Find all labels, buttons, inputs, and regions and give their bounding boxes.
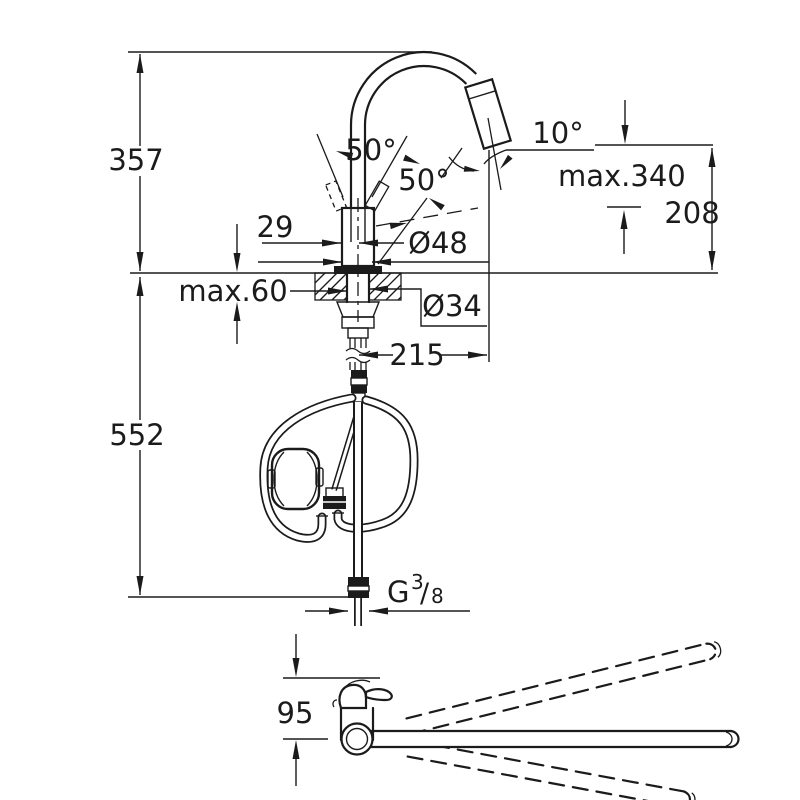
dim-plan-offset: 95 [277, 696, 314, 730]
spout-arc-inner [363, 64, 467, 127]
lever-swing-lines [316, 133, 408, 212]
spout-swivel-lower [406, 739, 696, 800]
deck-and-mounting [130, 271, 718, 403]
lever-plan-body [338, 683, 368, 710]
dim-lever-angle: 50° [345, 133, 396, 167]
hose-right [335, 397, 417, 531]
spray-axis-line [487, 117, 502, 191]
dim-outlet-height: 208 [664, 196, 719, 230]
swivel-joint-outer [340, 722, 374, 756]
spout-swivel-upper [405, 641, 722, 736]
counter-hatch-left [314, 272, 348, 301]
dim-deck-thickness: max.60 [178, 274, 287, 308]
connection-tubes [345, 338, 371, 370]
lever-dashed-position [324, 180, 348, 212]
body-base-plate [334, 266, 382, 274]
dim-height-below: 552 [109, 418, 164, 452]
spray-head [463, 77, 513, 151]
dim-center-offset: 29 [257, 210, 294, 244]
dim-shank-diameter: Ø34 [422, 289, 482, 323]
dim-height-above: 357 [108, 143, 163, 177]
dim-body-diameter: Ø48 [408, 226, 468, 260]
spout-plan-solid [369, 729, 740, 749]
dim-max-clearance: max.340 [558, 159, 686, 193]
lever-solid-position [364, 180, 390, 212]
dim-spout-reach: 215 [389, 338, 444, 372]
hose-left [261, 395, 355, 542]
swivel-angle-lines [375, 147, 479, 265]
dimensions-plan: 95 [277, 634, 380, 786]
dim-spray-angle: 10° [532, 116, 583, 150]
g38-fitting [347, 577, 370, 626]
dim-swivel-angle: 50° [398, 163, 449, 197]
lever-plan-tip [364, 688, 393, 702]
faucet-front-view [316, 50, 513, 322]
hose-assembly [259, 393, 419, 626]
faucet-plan-view: 95 [277, 634, 740, 800]
counterweight [267, 447, 324, 511]
faucet-plan-body [332, 679, 393, 756]
spout-arc-outer [349, 50, 477, 127]
dim-thread-size: G 3 / 8 [387, 570, 444, 609]
swivel-joint-inner [345, 727, 369, 751]
dimensions-front: 357 552 50° 50° 10° max.340 208 [108, 51, 720, 615]
